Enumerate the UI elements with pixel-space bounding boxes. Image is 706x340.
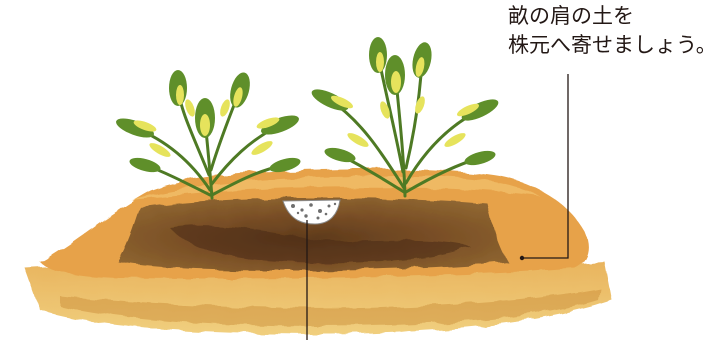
caption-line-1: 畝の肩の土を <box>508 2 704 31</box>
caption-leader-dot <box>520 256 524 260</box>
caption-text: 畝の肩の土を 株元へ寄せましょう。 <box>508 2 704 60</box>
caption-line-2: 株元へ寄せましょう。 <box>508 31 704 60</box>
